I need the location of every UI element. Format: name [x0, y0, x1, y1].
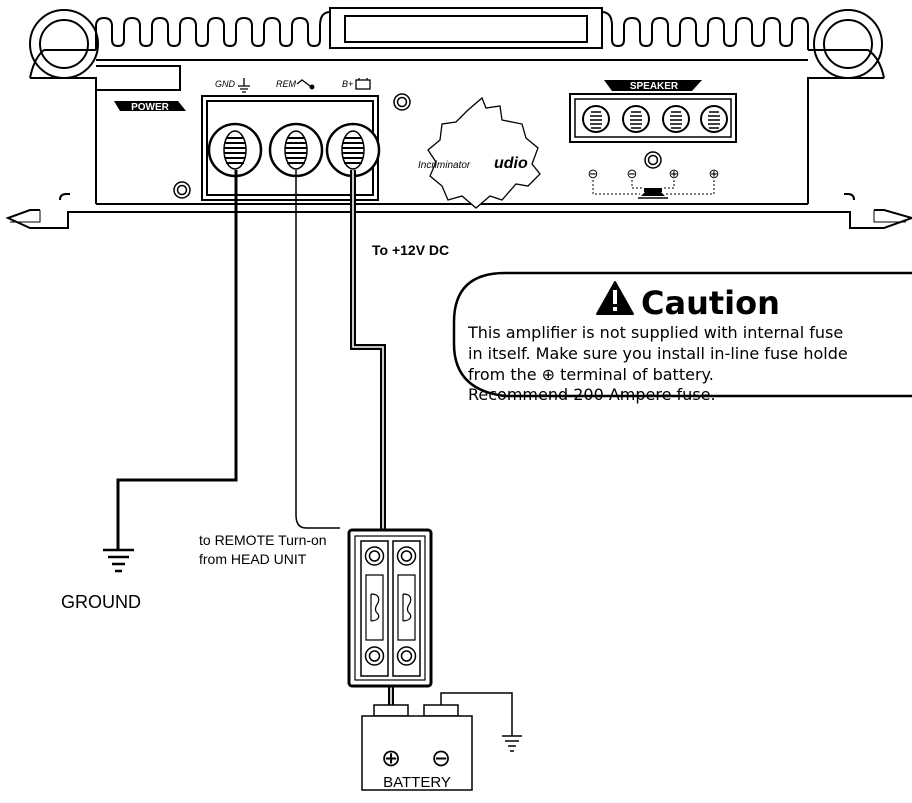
mount-foot-right: [808, 209, 912, 229]
heatsink-fins-right: [601, 11, 809, 50]
bplus-terminal-screw: [325, 122, 381, 178]
mount-screw-bottom-left: [173, 181, 191, 199]
speaker-wiring-icon: [592, 180, 715, 195]
power-terminal-block: [201, 95, 381, 201]
battery-plus-icon: ⊕: [381, 745, 401, 772]
gnd-label: GND: [215, 79, 236, 89]
battery-minus-icon: ⊖: [431, 745, 451, 772]
power-label-text: POWER: [131, 102, 170, 113]
rem-label: REM: [276, 79, 297, 89]
speaker-icon: [638, 188, 668, 199]
brand-logo-right: udio: [494, 155, 528, 172]
switch-icon: [296, 79, 315, 90]
gnd-terminal-screw: [207, 122, 263, 178]
caution-box: Caution This amplifier is not supplied w…: [452, 271, 912, 404]
speaker-terminal-block: [569, 93, 737, 143]
caution-line-4: Recommend 200 Ampere fuse.: [468, 385, 716, 404]
warning-icon: [596, 281, 634, 315]
battery: ⊕ ⊖ BATTERY: [361, 704, 473, 791]
ground-symbol-main: [103, 548, 134, 573]
top-window: [329, 7, 603, 49]
mount-screw-top: [393, 93, 411, 111]
ground-label: GROUND: [61, 592, 141, 612]
remote-label-line2: from HEAD UNIT: [199, 551, 307, 567]
mount-screw-speaker: [644, 151, 662, 169]
battery-icon: [355, 78, 371, 90]
caution-line-3: from the ⊕ terminal of battery.: [468, 365, 714, 384]
mount-foot-left: [5, 209, 96, 229]
ground-wire: [116, 170, 238, 550]
rem-terminal-screw: [268, 122, 324, 178]
battery-negative-wire: [440, 692, 513, 736]
brand-badge: Incriminator udio: [418, 96, 541, 209]
speaker-polarity-2: ⊖: [627, 166, 638, 181]
to-12v-label: To +12V DC: [372, 242, 449, 258]
fuse-holder: [347, 528, 433, 688]
ground-symbol-battery: [502, 735, 522, 752]
speaker-polarity-3: ⊕: [669, 166, 680, 181]
caution-line-1: This amplifier is not supplied with inte…: [467, 323, 843, 342]
remote-wire: [295, 170, 340, 529]
remote-label-line1: to REMOTE Turn-on: [199, 532, 327, 548]
caution-title: Caution: [641, 284, 780, 322]
caution-line-2: in itself. Make sure you install in-line…: [468, 344, 848, 363]
speaker-label-text: SPEAKER: [630, 81, 679, 92]
brand-logo-left: Incriminator: [418, 160, 471, 171]
bplus-label: B+: [342, 79, 353, 89]
battery-label: BATTERY: [383, 774, 451, 791]
power-label: POWER: [114, 101, 186, 113]
heatsink-fins-left: [95, 11, 331, 50]
speaker-polarity-1: ⊖: [588, 166, 599, 181]
speaker-label: SPEAKER: [604, 80, 702, 92]
speaker-polarity-4: ⊕: [709, 166, 720, 181]
ground-symbol-icon: [238, 78, 250, 93]
power-wire: [350, 170, 386, 530]
amplifier-housing: [5, 7, 912, 229]
speaker-polarity: ⊖ ⊖ ⊕ ⊕: [588, 166, 720, 181]
